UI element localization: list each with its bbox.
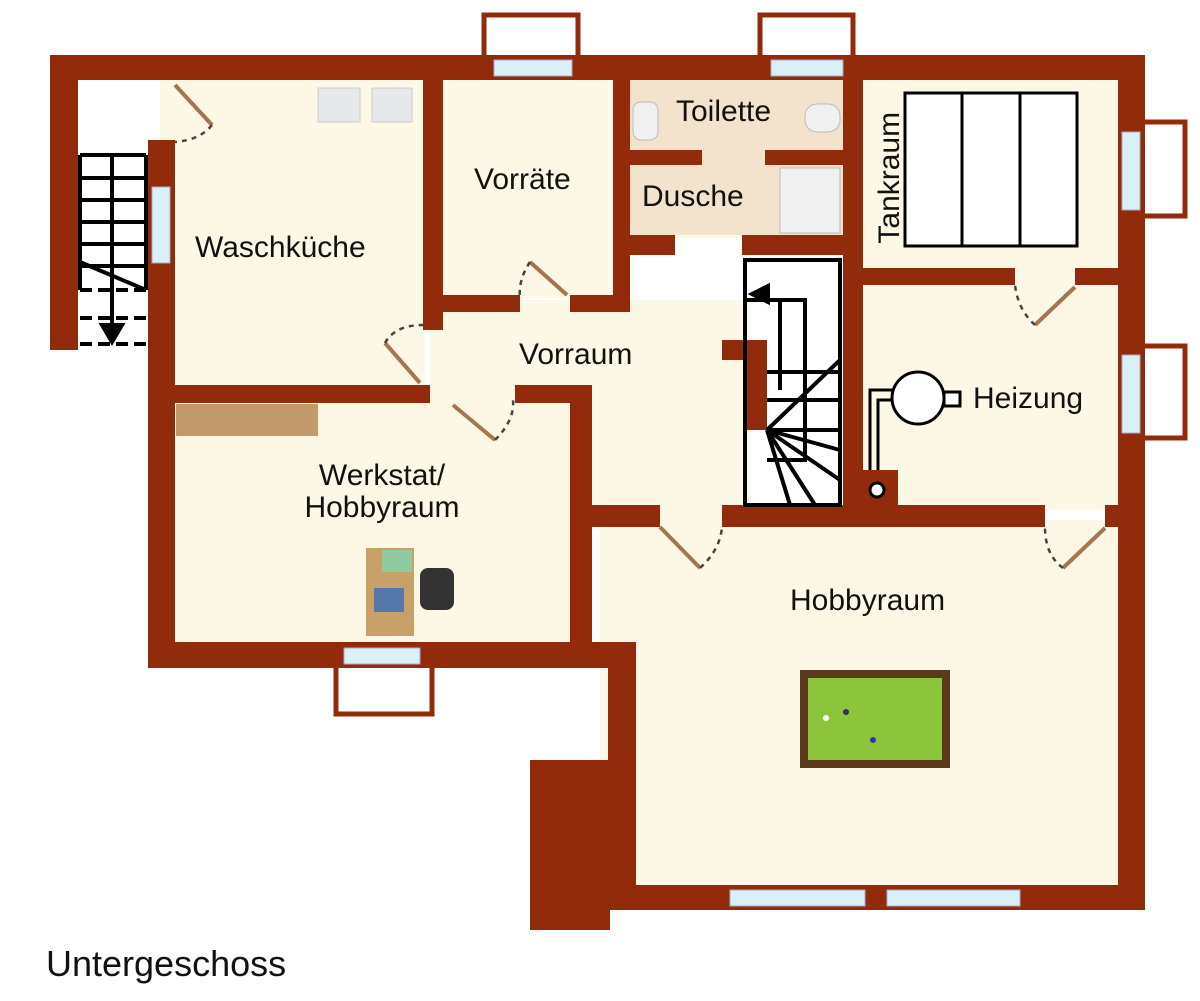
door-swings [174, 124, 1064, 570]
laundry-machines [317, 87, 413, 123]
room-label-heizung: Heizung [973, 382, 1084, 415]
room-label-vorraete: Vorräte [474, 163, 571, 196]
floor-title: Untergeschoss [46, 943, 287, 984]
room-label-hobbyraum: Hobbyraum [790, 584, 946, 617]
room-label-werkstatt-line2: Hobbyraum [304, 490, 460, 524]
window-glass [151, 59, 1141, 907]
doors [173, 83, 1107, 570]
stairs-center [743, 258, 842, 507]
stairs-left [78, 153, 148, 346]
room-label-dusche: Dusche [642, 180, 744, 213]
bathroom-fixtures [632, 101, 841, 234]
billiard-table [800, 670, 950, 768]
room-label-waschkueche: Waschküche [195, 231, 366, 264]
workbench [176, 404, 318, 436]
windows [333, 12, 1188, 717]
room-label-tankraum: Tankraum [873, 111, 907, 244]
room-label-werkstatt: Werkstat/ Hobbyraum [282, 460, 482, 523]
heating-boiler [868, 370, 962, 499]
desk [366, 548, 454, 636]
room-label-toilette: Toilette [676, 95, 772, 128]
room-label-werkstatt-line1: Werkstat/ [318, 459, 446, 492]
tank-group [903, 91, 1079, 248]
room-label-vorraum: Vorraum [519, 338, 633, 371]
